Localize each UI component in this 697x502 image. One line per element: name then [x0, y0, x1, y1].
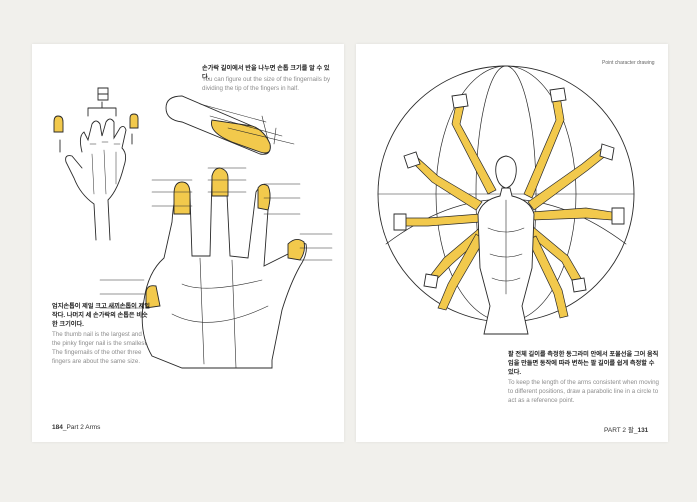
left-section-label: _Part 2 Arms [62, 424, 101, 431]
right-page-number: 131 [637, 427, 649, 434]
fist [403, 151, 421, 169]
arm-pose [531, 207, 613, 221]
fist [423, 273, 439, 289]
nail-index [173, 181, 191, 215]
right-folio: PART 2 팔_131 [604, 424, 648, 434]
fist [451, 93, 469, 109]
arm-arc-illustration [377, 65, 635, 335]
top-caption-english: You can figure out the size of the finge… [202, 76, 331, 92]
right-section-label: PART 2 팔_ [604, 427, 638, 434]
back-of-hand [65, 118, 127, 241]
nail-sample-1 [97, 87, 109, 101]
arm-pose [451, 103, 497, 195]
hand-nail-illustration [53, 87, 333, 369]
bottom-caption-english: The thumb nail is the largest and the pi… [52, 331, 148, 365]
nail-thumb [145, 285, 161, 309]
fist [549, 87, 567, 103]
top-caption-korean: 손가락 길이에서 반을 나누면 손톱 크기를 알 수 있다. [202, 65, 330, 81]
right-caption-english: To keep the length of the arms consisten… [508, 379, 659, 404]
fist [393, 213, 407, 231]
arm-pose [403, 213, 481, 227]
nail-ring [257, 183, 271, 211]
fist [611, 207, 625, 225]
left-page: 손가락 길이에서 반을 나누면 손톱 크기를 알 수 있다. You can f… [32, 44, 344, 442]
left-folio: 184_Part 2 Arms [52, 424, 100, 431]
right-page: Point character drawing 팔 전체 길이를 측정한 동그라… [356, 44, 668, 442]
running-head: Point character drawing [602, 60, 655, 66]
figure-head [495, 155, 517, 189]
open-palm [141, 171, 307, 369]
arm-pose [411, 157, 483, 211]
nail-sample-thumb [53, 115, 64, 133]
nail-pinky [287, 239, 305, 261]
left-page-number: 184 [52, 424, 63, 431]
fist [571, 277, 587, 293]
fist [599, 143, 615, 161]
right-caption-korean: 팔 전체 길이를 측정한 동그라미 안에서 포물선을 그어 움직임을 만들면 동… [508, 351, 659, 376]
bottom-caption-korean: 엄지손톱이 제일 크고 새끼손톱이 제일 작다. 나머지 세 손가락의 손톱은 … [52, 303, 150, 328]
nail-sample-pinky [129, 113, 139, 129]
